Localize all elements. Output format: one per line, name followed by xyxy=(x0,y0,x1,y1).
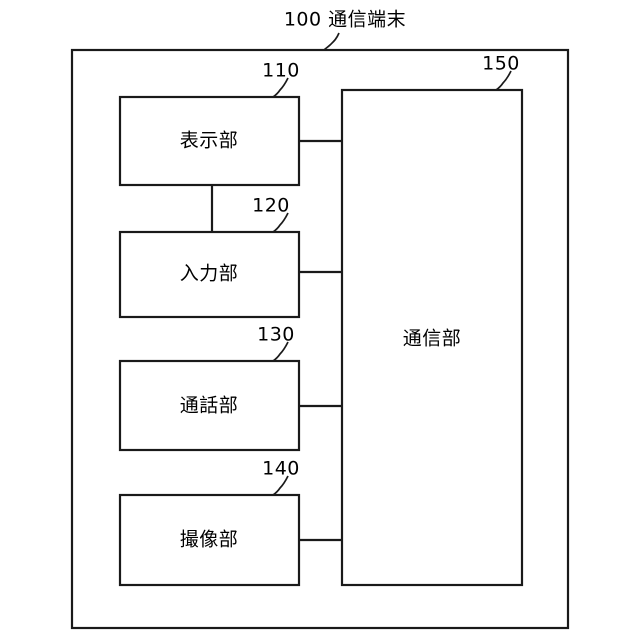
block-label-input-unit: 入力部 xyxy=(179,262,239,285)
reference-number-140: 140 xyxy=(262,457,300,480)
reference-number-150: 150 xyxy=(482,52,520,75)
leader-line-110 xyxy=(272,77,289,98)
reference-number-110: 110 xyxy=(262,59,300,82)
leader-line-150 xyxy=(495,70,512,91)
leader-line-140 xyxy=(272,475,289,496)
leader-line-100 xyxy=(323,32,340,51)
block-label-imaging-unit: 撮像部 xyxy=(179,528,239,551)
block-rect-120 xyxy=(118,230,301,319)
leader-line-120 xyxy=(272,212,289,233)
block-label-display-unit: 表示部 xyxy=(179,129,239,152)
figure-title: 100 通信端末 xyxy=(283,8,407,31)
leader-line-130 xyxy=(272,341,289,362)
block-label-communication-unit: 通信部 xyxy=(402,327,462,350)
reference-number-130: 130 xyxy=(257,323,295,346)
reference-number-120: 120 xyxy=(252,194,290,217)
block-label-call-unit: 通話部 xyxy=(179,394,239,417)
outer-frame-100 xyxy=(70,48,570,630)
block-rect-150 xyxy=(340,88,524,587)
